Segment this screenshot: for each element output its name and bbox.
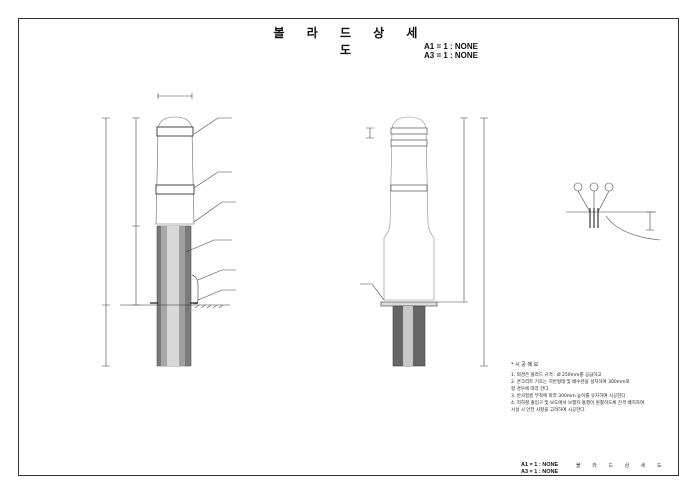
side-bollard-body bbox=[383, 116, 435, 301]
detail-marker-b bbox=[589, 182, 599, 192]
left-dimension-ticks bbox=[102, 117, 140, 367]
front-view bbox=[102, 93, 236, 367]
pipe-midtone bbox=[161, 226, 167, 366]
width-dimension-ticks bbox=[157, 93, 193, 99]
ground-hatch bbox=[194, 304, 224, 309]
leader-5 bbox=[197, 269, 236, 281]
sheet-border bbox=[18, 18, 679, 476]
note-item: 3. 반사필름 부착에 따라 300mm 높이를 유지하여 시공한다. bbox=[511, 394, 627, 399]
leader-4 bbox=[185, 239, 232, 253]
detail-arc bbox=[605, 215, 661, 241]
pipe-midtone-right bbox=[179, 226, 185, 366]
leader-1 bbox=[193, 117, 232, 135]
detail-depth-dimension bbox=[646, 211, 654, 231]
pipe-highlight bbox=[167, 226, 179, 366]
scale-a3-label: A3 = 1 : NONE bbox=[424, 51, 479, 60]
side-pipe-highlight bbox=[403, 306, 413, 366]
title-block-scale-a3: A3 = 1 : NONE bbox=[521, 469, 559, 475]
drawing-title: 볼 라 드 상 세 도 bbox=[273, 26, 427, 57]
reflective-band-lower bbox=[155, 184, 195, 195]
note-item: 1. 외경은 볼라드 규격 : Ø 250mm를 공급하고 bbox=[511, 373, 602, 378]
scale-a1-label: A1 = 1 : NONE bbox=[424, 42, 479, 51]
note-item: 2. 콘크리트 기초는 지반형태 및 배수관을 설치하여 300mm로 bbox=[511, 380, 630, 385]
note-item: 4. 지하철 출입구 및 보도에서 보행자 통행이 원활하도록 간격 배치하여 bbox=[511, 401, 645, 406]
side-leader bbox=[360, 283, 385, 301]
title-block-title: 볼 라 드 상 세 도 bbox=[576, 463, 667, 469]
reflective-band-upper bbox=[156, 126, 194, 137]
detail-marker-a bbox=[573, 182, 583, 192]
notes-heading: * 시 공 메 모 bbox=[511, 362, 539, 368]
side-view bbox=[360, 116, 488, 367]
side-small-dimension bbox=[366, 127, 374, 139]
title-block-scale-a1: A1 = 1 : NONE bbox=[521, 462, 559, 468]
note-item: 시설 시 안전 사항을 고려하여 시공한다. bbox=[511, 408, 586, 413]
construction-notes: * 시 공 메 모 1. 외경은 볼라드 규격 : Ø 250mm를 공급하고 … bbox=[511, 362, 681, 414]
side-reflective-band-3 bbox=[390, 184, 428, 192]
side-reflective-band-1 bbox=[390, 127, 428, 135]
detail-posts bbox=[589, 208, 599, 228]
leader-6 bbox=[197, 289, 236, 301]
note-item: 할 경우에 따라 한다. bbox=[511, 387, 550, 392]
leader-2 bbox=[193, 171, 232, 189]
side-base-plate bbox=[380, 301, 438, 307]
detail-view bbox=[566, 182, 661, 241]
detail-marker-c bbox=[604, 182, 614, 192]
side-dimension-ticks bbox=[437, 117, 488, 367]
leader-3 bbox=[193, 201, 236, 223]
side-reflective-band-2 bbox=[390, 139, 428, 147]
anchor-bolt-detail bbox=[191, 274, 199, 305]
